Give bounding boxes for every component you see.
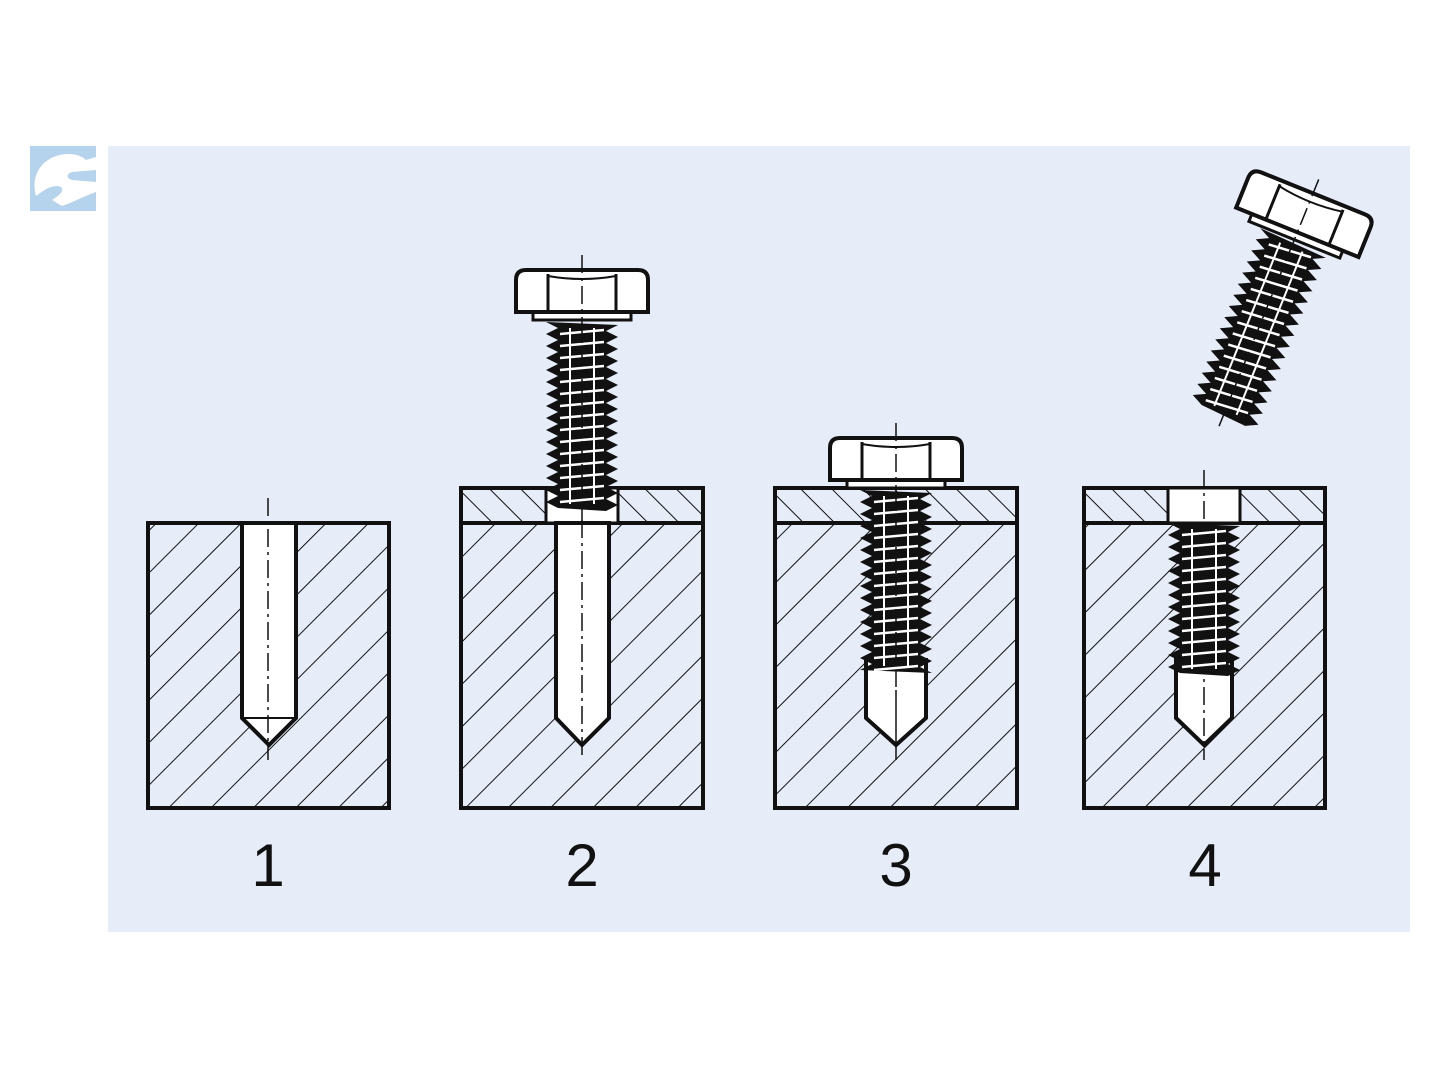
thread-line: [1254, 276, 1298, 292]
thread-line: [1181, 577, 1227, 585]
thread-line: [1181, 565, 1227, 573]
thread-line: [559, 496, 605, 504]
thread-line: [559, 364, 605, 372]
thread-line: [1205, 399, 1249, 415]
thread-line: [559, 340, 605, 348]
panel-4-bolt-removed: [1082, 169, 1374, 810]
panel-1-drilled-hole: [146, 498, 391, 810]
centerline: [1216, 179, 1320, 431]
drilled-hole: [240, 521, 298, 748]
thread-line: [559, 436, 605, 444]
internal-thread: [1168, 523, 1240, 676]
thread-line: [1181, 637, 1227, 645]
thread-line: [1227, 343, 1271, 359]
step-label-4: 4: [1188, 832, 1221, 899]
thread-line: [1181, 589, 1227, 597]
thread-line: [873, 604, 919, 612]
removed-hex-bolt: [1192, 169, 1374, 431]
thread-line: [1181, 553, 1227, 561]
step-label-2: 2: [565, 832, 598, 899]
thread-line: [1181, 625, 1227, 633]
hex-bolt: [828, 423, 964, 687]
thread-line: [1181, 529, 1227, 537]
thread-line: [1181, 541, 1227, 549]
step-label-1: 1: [251, 832, 284, 899]
hex-bolt: [514, 255, 650, 525]
thread-line: [873, 508, 919, 516]
thread-line: [1181, 613, 1227, 621]
thread-line: [873, 664, 919, 672]
thread-line: [1181, 649, 1227, 657]
step-label-3: 3: [879, 832, 912, 899]
thread-line: [1263, 254, 1307, 270]
drilled-hole: [554, 521, 611, 748]
thread-line: [1181, 661, 1227, 669]
panel-2-bolt-through-plate: [459, 255, 705, 810]
panel-3-bolt-tightened: [773, 423, 1019, 810]
thread-line: [873, 532, 919, 540]
thread-line: [1181, 601, 1227, 609]
wrench-logo-icon: [30, 146, 96, 211]
